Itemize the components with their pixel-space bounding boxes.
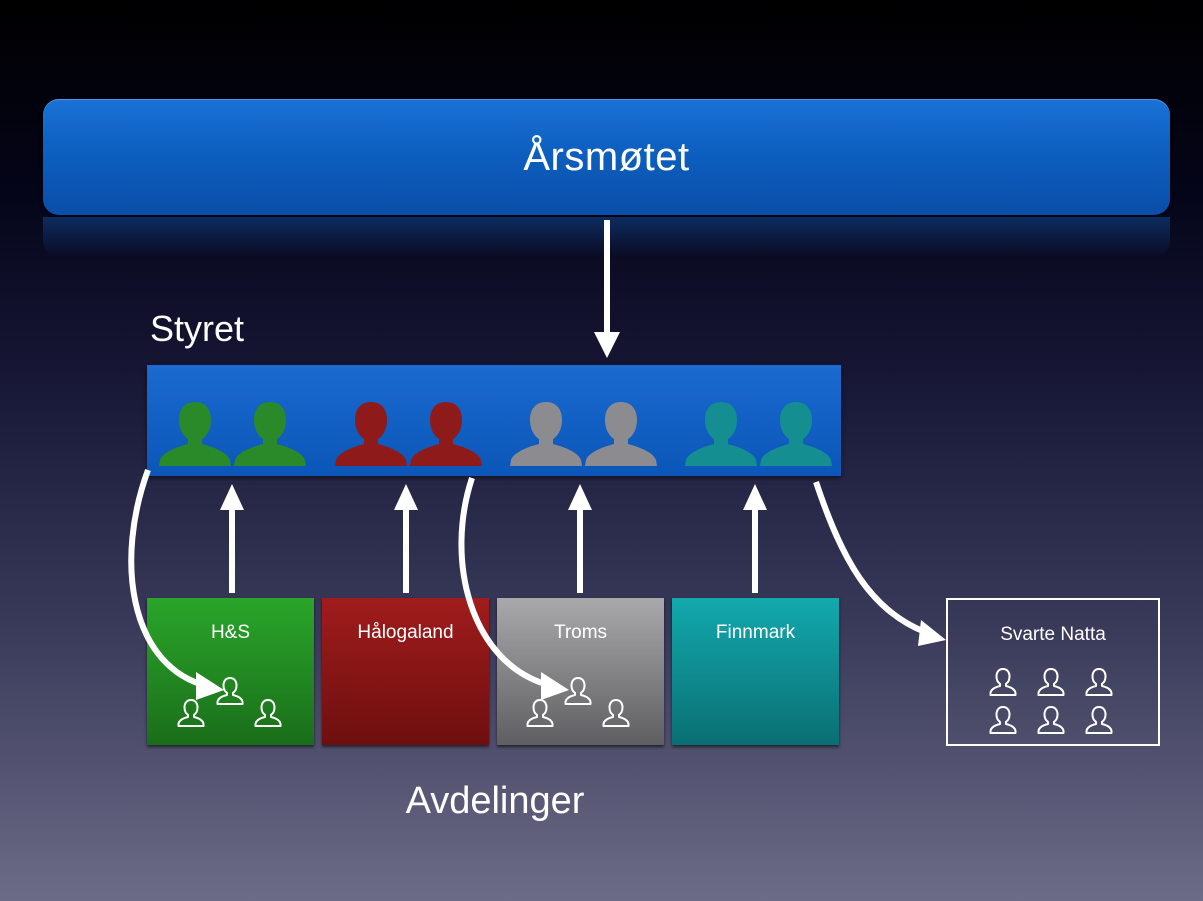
avdelinger-label: Avdelinger bbox=[405, 780, 585, 822]
arrowhead bbox=[743, 484, 767, 510]
arsmotet-title: Årsmøtet bbox=[523, 134, 690, 179]
arrowhead bbox=[541, 672, 569, 700]
department-finnmark-label: Finnmark bbox=[715, 622, 796, 643]
person-silhouette-icon bbox=[585, 402, 657, 466]
person-outline-icon bbox=[1037, 706, 1065, 734]
arrow-styret-to-svarte-natta bbox=[813, 481, 927, 635]
person-outline-icon bbox=[254, 699, 282, 727]
board-members-hs bbox=[159, 402, 306, 466]
person-outline-icon bbox=[1085, 706, 1113, 734]
board-members-finnmark bbox=[685, 402, 832, 466]
department-troms-label: Troms bbox=[553, 622, 608, 643]
person-outline-icon bbox=[1085, 668, 1113, 696]
arrows bbox=[128, 220, 927, 687]
svarte-natta-members bbox=[989, 668, 1113, 734]
department-halogaland: Hålogaland bbox=[322, 598, 489, 745]
person-silhouette-icon bbox=[159, 402, 231, 466]
arrowhead bbox=[918, 620, 946, 646]
person-silhouette-icon bbox=[685, 402, 757, 466]
person-silhouette-icon bbox=[234, 402, 306, 466]
arrowhead bbox=[394, 484, 418, 510]
person-outline-icon bbox=[602, 699, 630, 727]
styret-label: Styret bbox=[150, 308, 245, 349]
person-outline-icon bbox=[216, 677, 244, 705]
arrow-styret-to-troms-members bbox=[458, 477, 546, 687]
department-troms: Troms bbox=[497, 598, 664, 745]
person-silhouette-icon bbox=[335, 402, 407, 466]
arrowhead bbox=[220, 484, 244, 510]
arsmotet-box: Årsmøtet bbox=[43, 99, 1170, 215]
person-outline-icon bbox=[989, 706, 1017, 734]
person-outline-icon bbox=[177, 699, 205, 727]
arrowheads bbox=[196, 332, 946, 700]
board-members-halogaland bbox=[335, 402, 482, 466]
arrowhead bbox=[594, 332, 620, 358]
arrowhead bbox=[568, 484, 592, 510]
person-outline-icon bbox=[526, 699, 554, 727]
arrow-styret-to-hs-members bbox=[128, 468, 201, 687]
svarte-natta-box: Svarte Natta bbox=[946, 598, 1160, 746]
hs-members bbox=[177, 677, 282, 727]
person-outline-icon bbox=[1037, 668, 1065, 696]
person-silhouette-icon bbox=[410, 402, 482, 466]
board-members bbox=[159, 402, 832, 466]
department-hs-label: H&S bbox=[210, 622, 251, 643]
department-finnmark: Finnmark bbox=[672, 598, 839, 745]
board-members-troms bbox=[510, 402, 657, 466]
arrowhead bbox=[196, 672, 224, 700]
person-outline-icon bbox=[564, 677, 592, 705]
person-silhouette-icon bbox=[760, 402, 832, 466]
svarte-natta-label: Svarte Natta bbox=[1000, 624, 1106, 645]
person-silhouette-icon bbox=[510, 402, 582, 466]
person-outline-icon bbox=[989, 668, 1017, 696]
department-halogaland-label: Hålogaland bbox=[357, 622, 454, 643]
